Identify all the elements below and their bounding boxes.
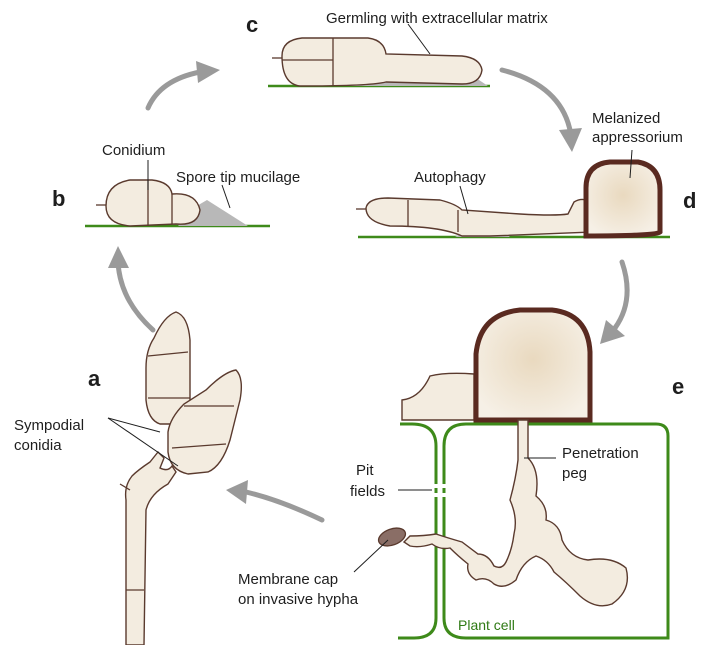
panel-letter-c: c [246, 12, 258, 37]
conidium [85, 180, 270, 226]
panel-letter-a: a [88, 366, 101, 391]
penetration-stage [376, 310, 668, 638]
label-penetration-line2: peg [562, 465, 587, 482]
cycle-arrow-e-to-a [226, 480, 322, 520]
cycle-arrow-c-to-d [502, 70, 582, 152]
label-spore-tip-mucilage: Spore tip mucilage [176, 169, 300, 186]
germling [268, 38, 490, 86]
label-conidium: Conidium [102, 142, 165, 159]
label-sympodial-line2: conidia [14, 437, 62, 454]
label-germling: Germling with extracellular matrix [326, 10, 548, 27]
cycle-arrow-b-to-c [148, 61, 220, 108]
label-plant-cell: Plant cell [458, 617, 515, 633]
label-autophagy: Autophagy [414, 169, 486, 186]
label-membrane-line2: on invasive hypha [238, 591, 359, 608]
label-pit-line1: Pit [356, 462, 374, 479]
label-membrane-line1: Membrane cap [238, 571, 338, 588]
panel-letter-b: b [52, 186, 65, 211]
cycle-arrow-a-to-b [108, 246, 153, 330]
label-pit-line2: fields [350, 483, 385, 500]
label-sympodial-line1: Sympodial [14, 417, 84, 434]
panel-letter-d: d [683, 188, 696, 213]
label-melanized-line1: Melanized [592, 110, 660, 127]
label-penetration-line1: Penetration [562, 445, 639, 462]
panel-letter-e: e [672, 374, 684, 399]
cycle-arrow-d-to-e [600, 262, 627, 344]
sympodial-conidiophore [120, 312, 241, 645]
label-melanized-line2: appressorium [592, 129, 683, 146]
germ-tube-with-appressorium [356, 162, 670, 237]
